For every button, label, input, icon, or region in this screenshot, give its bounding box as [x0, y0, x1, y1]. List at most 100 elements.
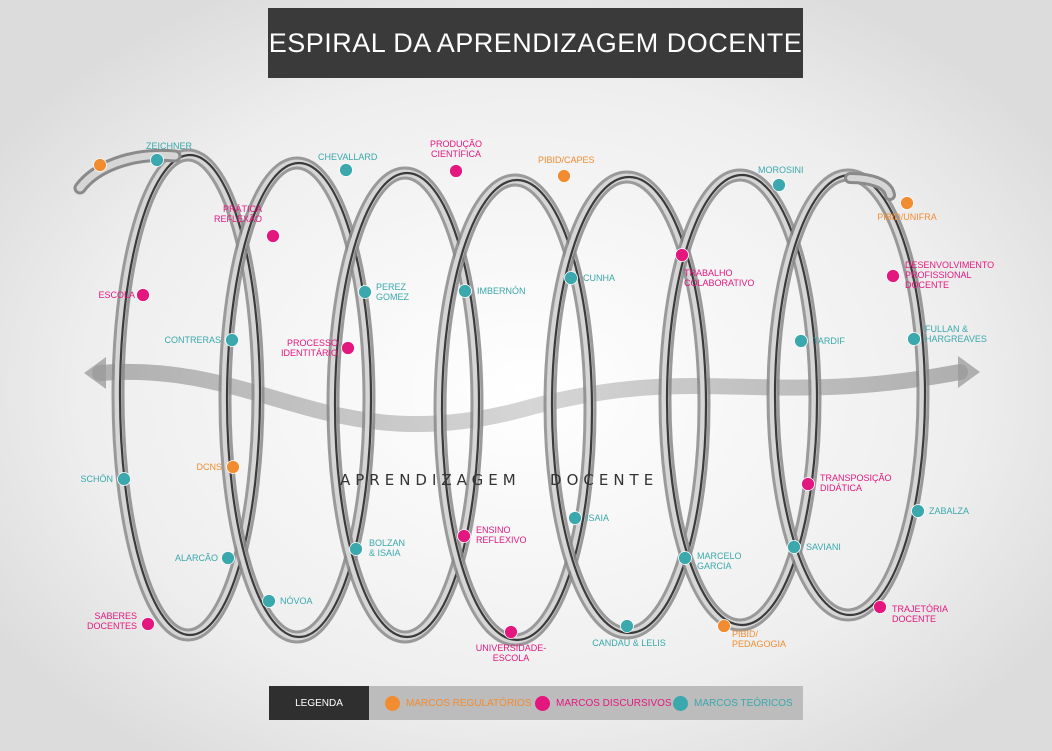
center-label: APRENDIZAGEM DOCENTE	[340, 471, 659, 489]
spiral-coil	[73, 148, 930, 647]
marker-label-line: DIDÁTICA	[820, 483, 862, 493]
marker-dot-pibid-unifra	[900, 196, 914, 210]
marker-dot-saviani	[787, 540, 801, 554]
marker-dot-fullan-hargreaves	[907, 332, 921, 346]
marker-label-line: TARDIF	[813, 336, 845, 346]
marker-label-line: MOROSINI	[758, 165, 804, 175]
marker-dot-pibid-capes	[557, 169, 571, 183]
marker-label-dcns: DCNS	[196, 462, 222, 472]
marker-label-line: PIBID/	[732, 629, 759, 639]
marker-label-line: DOCENTES	[87, 621, 137, 631]
marker-label-line: CUNHA	[583, 273, 615, 283]
spiral-loop-2	[218, 156, 376, 644]
marker-zeichner: ZEICHNER	[146, 141, 193, 167]
marker-pibid-unifra: PIBID/UNIFRA	[877, 196, 937, 222]
marker-label-zeichner: ZEICHNER	[146, 141, 193, 151]
marker-label-line: REFLEXÃO	[214, 214, 262, 224]
marker-dot-imbernon	[458, 284, 472, 298]
marker-label-line: REFLEXIVO	[476, 535, 527, 545]
marker-alarcao: ALARCÃO	[175, 551, 235, 565]
marker-dot-saberes-docentes	[141, 617, 155, 631]
diagram-title: ESPIRAL DA APRENDIZAGEM DOCENTE	[268, 8, 803, 78]
legend-dot-discursivo	[535, 695, 550, 711]
marker-label-pibid-capes: PIBID/CAPES	[538, 155, 595, 165]
marker-label-line: DESENVOLVIMENTO	[905, 260, 994, 270]
marker-label-line: SABERES	[94, 611, 137, 621]
marker-label-line: UNIVERSIDADE-	[476, 643, 547, 653]
marker-label-chevallard: CHEVALLARD	[318, 152, 378, 162]
spiral-loop-4	[433, 173, 597, 647]
marker-label-schon: SCHÖN	[80, 474, 113, 484]
legend: LEGENDA MARCOS REGULATÓRIOS MARCOS DISCU…	[269, 686, 803, 720]
marker-dot-escola	[136, 288, 150, 302]
marker-label-contreras: CONTRERAS	[164, 335, 221, 345]
marker-dot-chevallard	[339, 163, 353, 177]
marker-label-line: NÓVOA	[280, 596, 313, 606]
marker-dot-bolzan-isaia	[349, 542, 363, 556]
legend-dot-teorico	[673, 695, 688, 711]
marker-label-zabalza: ZABALZA	[929, 506, 969, 516]
marker-morosini: MOROSINI	[758, 165, 804, 192]
marker-label-line: IDENTITÁRIO	[281, 348, 338, 358]
marker-label-line: ISAIA	[586, 513, 609, 523]
marker-label-line: CANDAU & LELIS	[592, 638, 666, 648]
marker-label-line: CONTRERAS	[164, 335, 221, 345]
marker-label-line: TRANSPOSIÇÃO	[820, 473, 892, 483]
marker-label-candau-lelis: CANDAU & LELIS	[592, 638, 666, 648]
marker-dot-tardif	[794, 334, 808, 348]
axis-arrow	[84, 356, 980, 432]
marker-contreras: CONTRERAS	[164, 333, 239, 347]
marker-pibid-pedagogia: PIBID/PEDAGOGIA	[717, 619, 786, 649]
marker-fullan-hargreaves: FULLAN &HARGREAVES	[907, 324, 987, 346]
marker-label-escola: ESCOLA	[98, 290, 135, 300]
marker-label-line: SCHÖN	[80, 474, 113, 484]
marker-dot-pibid-unifra-top	[93, 158, 107, 172]
marker-dot-transposicao-didatica	[801, 477, 815, 491]
spiral-loop-6	[658, 168, 822, 632]
marker-dot-pibid-pedagogia	[717, 619, 731, 633]
marker-escola: ESCOLA	[98, 288, 150, 302]
marker-label-line: PIBID/UNIFRA	[877, 212, 937, 222]
marker-label-universidade-escola: UNIVERSIDADE-ESCOLA	[476, 643, 547, 663]
marker-dot-desenvolvimento-profissional	[886, 269, 900, 283]
marker-dot-producao-cientifica	[449, 164, 463, 178]
marker-schon: SCHÖN	[80, 472, 131, 486]
marker-label-line: DOCENTE	[892, 614, 936, 624]
legend-dot-regulatorio	[385, 695, 400, 711]
marker-dot-novoa	[262, 594, 276, 608]
marker-label-alarcao: ALARCÃO	[175, 553, 218, 563]
marker-label-fullan-hargreaves: FULLAN &HARGREAVES	[925, 324, 987, 344]
marker-label-line: PROFISSIONAL	[905, 270, 972, 280]
markers-layer: ZEICHNER ESCOLA CONTRERAS SCHÖN ALARCÃO SABER…	[80, 139, 994, 663]
marker-pibid-capes: PIBID/CAPES	[538, 155, 595, 183]
marker-candau-lelis: CANDAU & LELIS	[592, 619, 666, 648]
marker-zabalza: ZABALZA	[911, 504, 969, 518]
legend-label-teorico: MARCOS TEÓRICOS	[694, 697, 793, 709]
marker-label-saviani: SAVIANI	[806, 542, 841, 552]
marker-label-line: ESCOLA	[493, 653, 530, 663]
marker-label-line: GARCIA	[697, 561, 732, 571]
marker-label-line: DOCENTE	[905, 280, 949, 290]
marker-label-line: MARCELO	[697, 551, 742, 561]
marker-label-line: BOLZAN	[369, 538, 405, 548]
marker-bolzan-isaia: BOLZAN& ISAIA	[349, 538, 405, 558]
marker-dot-processo-identitario	[341, 341, 355, 355]
legend-title: LEGENDA	[269, 686, 369, 720]
marker-tardif: TARDIF	[794, 334, 845, 348]
spiral-loop-1	[111, 148, 265, 642]
